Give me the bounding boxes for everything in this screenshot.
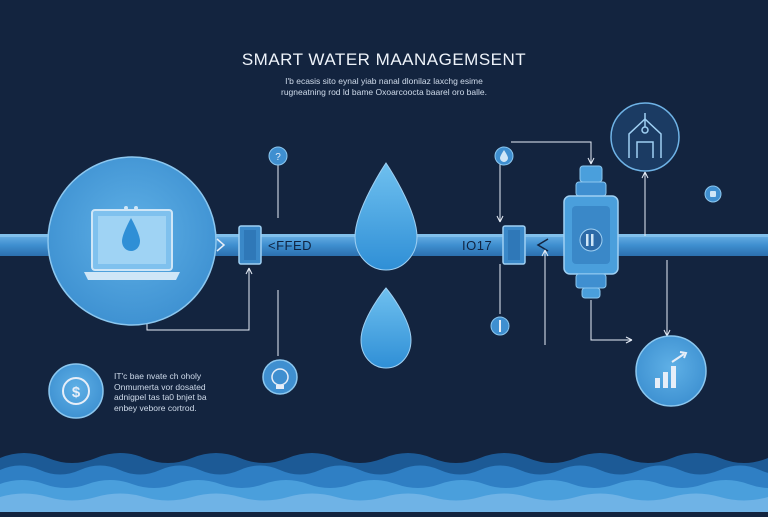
smart-home-node[interactable] [610,102,680,172]
water-drop-large [354,162,418,271]
flow-arrow-left [216,238,226,252]
pipe-label-right: IO17 [462,238,493,253]
page-title: SMART WATER MAANAGEMSENT [241,50,527,69]
dollar-sign-icon: $ [62,377,90,405]
smart-home-icon [628,113,662,158]
analytics-node[interactable] [635,335,707,407]
water-waves [0,453,768,512]
note-line: Onmumerta vor dosated [114,381,206,392]
info-dot-sensor[interactable] [494,146,514,166]
note-line: enbey vebore cortrod. [114,402,197,413]
savings-note: IT'c bae nvate ch oholy Onmumerta vor do… [114,371,224,413]
connector-lines [146,141,671,356]
pipe-label-left: <FFED [268,238,313,253]
subtitle-line: I'b ecasis sito eynal yiab nanal dlonila… [285,76,483,86]
info-dot-left[interactable]: ? [268,146,288,166]
note-line: adnigpel tas ta0 bnjet ba [114,392,207,402]
svg-text:$: $ [72,384,81,401]
info-dot-right[interactable] [704,185,722,203]
laptop-node[interactable] [47,156,217,326]
water-drop-small [360,287,412,369]
laptop-water-drop-icon [84,206,180,280]
flow-arrow-right [536,238,549,252]
page-subtitle: I'b ecasis sito eynal yiab nanal dlonila… [234,76,534,98]
subtitle-line: rugneatning rod ld bame Oxoarcoocta baar… [280,87,488,97]
savings-node[interactable]: $ [48,363,104,419]
water-meter-icon[interactable] [563,165,619,299]
note-line: IT'c bae nvate ch oholy [114,371,202,381]
info-dot-bottom[interactable] [490,316,510,336]
bar-chart-icon [655,351,688,388]
pipe-valve-left[interactable] [238,225,262,265]
sensor-icon[interactable] [262,359,298,395]
svg-text:?: ? [275,152,281,163]
pipe-valve-right[interactable] [502,225,526,265]
